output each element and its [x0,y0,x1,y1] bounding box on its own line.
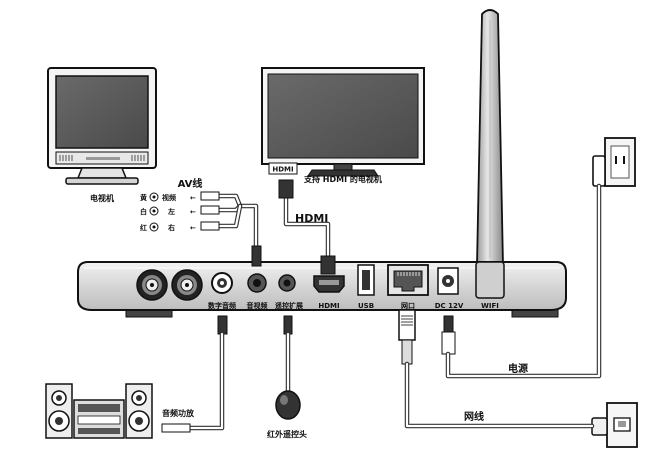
network-cable-label: 网线 [464,410,484,423]
svg-text:←: ← [190,224,196,232]
network-cable [398,309,595,429]
port-label-av-out: 音视频 [247,301,268,310]
port-dc [437,267,459,295]
port-coax-2 [171,269,203,301]
port-ir-ext [278,274,296,292]
hdmi-tv-label: 支持 HDMI 的电视机 [303,174,382,184]
antenna-icon [476,9,504,266]
amplifier-label: 音频功放 [162,408,195,418]
hdmi-cable [278,179,336,275]
port-label-digital-audio: 数字音频 [208,301,236,310]
av-cable [200,191,262,267]
hdmi-cable-label: HDMI [295,212,328,225]
ir-receiver-icon [275,390,301,420]
av-row-white: 白 左 ← [140,206,196,216]
av-row-red: 红 右 ← [140,222,196,232]
ethernet-socket-icon [591,402,638,448]
port-label-dc: DC 12V [435,302,464,310]
svg-text:视频: 视频 [162,193,176,202]
av-row-yellow: 黄 视频 ← [140,192,196,202]
svg-text:左: 左 [167,207,175,216]
hdmi-port-tag: HDMI [268,162,298,175]
digital-audio-cable [161,315,228,433]
svg-text:←: ← [190,194,196,202]
crt-tv-icon [47,67,157,185]
svg-text:白: 白 [140,207,147,216]
ir-cable [283,315,293,395]
port-label-wifi: WIFI [481,302,499,310]
svg-text:黄: 黄 [140,193,147,202]
port-hdmi [313,275,345,293]
port-label-lan: 网口 [401,302,415,310]
svg-text:←: ← [190,208,196,216]
port-av-out [247,273,267,293]
ir-receiver-label: 红外遥控头 [267,429,307,439]
antenna-base [475,261,505,299]
crt-tv-label: 电视机 [90,193,114,203]
svg-text:HDMI: HDMI [272,166,293,174]
port-label-ir-ext: 遥控扩展 [275,301,304,310]
av-cable-title: AV线 [178,177,203,190]
flat-tv-icon [261,67,425,177]
power-socket-icon [592,137,636,187]
amplifier-icon [45,383,153,439]
port-lan [387,264,429,296]
svg-text:右: 右 [167,223,175,232]
port-label-hdmi: HDMI [318,302,339,310]
power-cable-label: 电源 [508,362,528,375]
power-cable [441,183,602,379]
port-digital-audio [211,272,233,294]
port-coax-1 [136,269,168,301]
svg-text:红: 红 [140,223,147,232]
port-usb [357,264,375,296]
port-label-usb: USB [358,302,374,310]
